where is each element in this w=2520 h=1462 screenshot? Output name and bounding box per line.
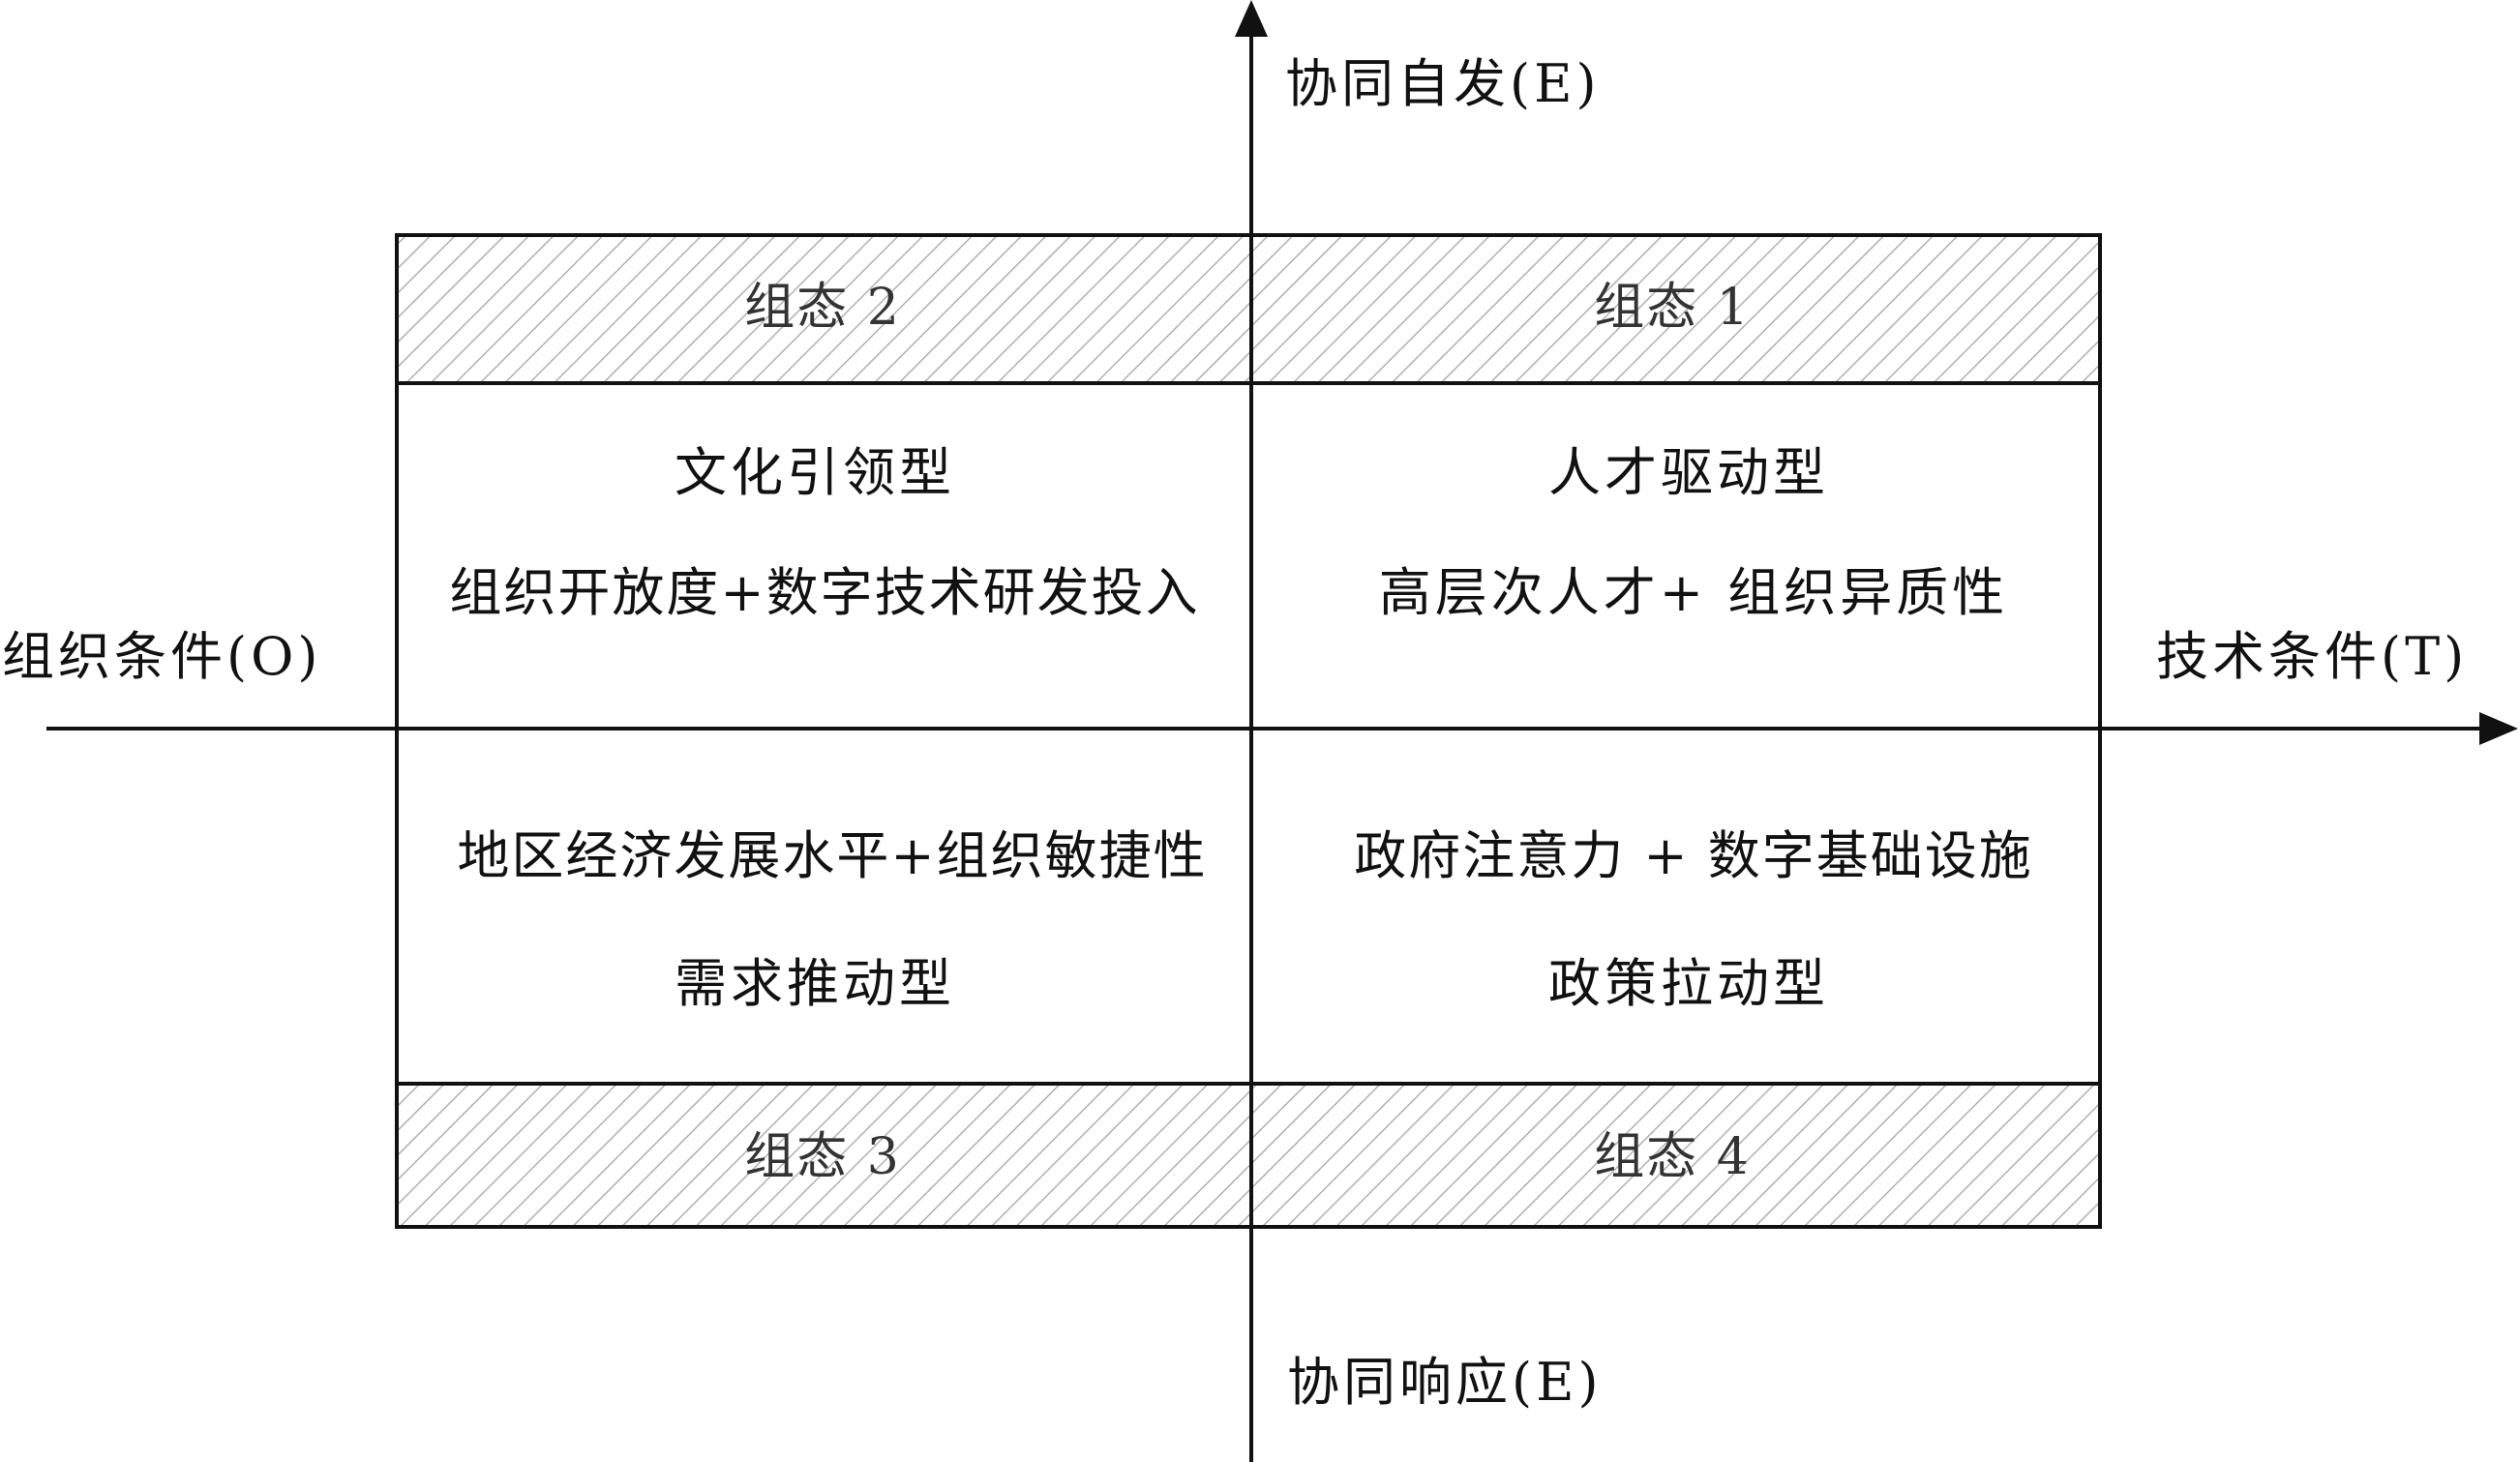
band-config-2	[397, 235, 1251, 383]
bottom-left-type: 需求推动型	[675, 953, 955, 1014]
band-config-1	[1251, 235, 2100, 383]
top-right-condition: 高层次人才+ 组织异质性	[1378, 562, 2009, 623]
bottom-right-condition: 政府注意力 + 数字基础设施	[1354, 825, 2033, 886]
y-axis-top-label: 协同自发(E)	[1285, 53, 1601, 114]
config-3-label: 组态 3	[744, 1128, 901, 1186]
x-axis-left-label: 组织条件(O)	[2, 626, 322, 687]
bottom-left-condition: 地区经济发展水平+组织敏捷性	[457, 825, 1208, 886]
top-left-condition: 组织开放度+数字技术研发投入	[449, 562, 1200, 623]
config-4-label: 组态 4	[1594, 1128, 1751, 1186]
config-2-label: 组态 2	[744, 279, 901, 337]
band-config-4	[1251, 1084, 2100, 1227]
y-axis-arrow-icon	[1235, 0, 1268, 37]
x-axis-arrow-icon	[2479, 712, 2518, 745]
matrix-frame	[395, 233, 2102, 1229]
top-left-type: 文化引领型	[675, 442, 955, 503]
x-axis-right-label: 技术条件(T)	[2156, 626, 2469, 687]
top-right-type: 人才驱动型	[1548, 442, 1829, 503]
bottom-right-type: 政策拉动型	[1548, 953, 1829, 1014]
y-axis-bottom-label: 协同响应(E)	[1287, 1352, 1603, 1413]
config-1-label: 组态 1	[1594, 279, 1751, 337]
band-config-3	[397, 1084, 1251, 1227]
